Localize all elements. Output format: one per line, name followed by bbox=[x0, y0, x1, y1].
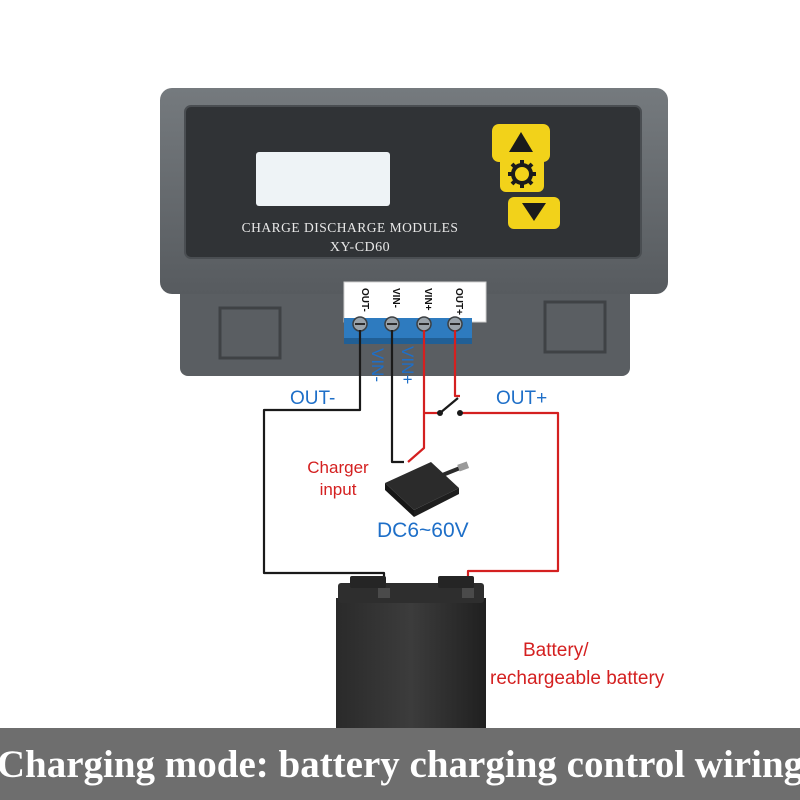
terminal-label-out-minus: OUT- bbox=[359, 288, 370, 312]
module-panel bbox=[184, 105, 642, 259]
down-arrow-icon bbox=[522, 203, 546, 221]
label-vin-plus: VIN+ bbox=[398, 346, 417, 384]
label-out-minus: OUT- bbox=[290, 388, 335, 409]
wire-out-plus bbox=[453, 330, 460, 398]
caption-banner: Charging mode: battery charging control … bbox=[0, 728, 800, 800]
wire-vin-minus bbox=[390, 330, 404, 464]
terminal-label-out-plus: OUT+ bbox=[453, 288, 464, 315]
label-battery-line2: rechargeable battery bbox=[490, 668, 665, 689]
label-vin-minus: VIN- bbox=[368, 348, 387, 382]
terminal-label-card bbox=[343, 281, 487, 323]
charger-adapter bbox=[385, 461, 470, 517]
caption-text: Charging mode: battery charging control … bbox=[0, 742, 800, 786]
label-battery-line1: Battery/ bbox=[523, 640, 589, 661]
up-arrow-icon bbox=[509, 132, 533, 152]
battery-terminal-positive bbox=[462, 588, 474, 598]
terminal-label-vin-minus: VIN- bbox=[390, 288, 401, 308]
charge-discharge-module: CHARGE DISCHARGE MODULES XY-CD60 bbox=[160, 88, 668, 376]
battery-body bbox=[336, 598, 486, 728]
terminal-label-vin-plus: VIN+ bbox=[422, 288, 433, 311]
lcd-screen bbox=[256, 152, 390, 206]
wire-battery-plus bbox=[460, 411, 560, 590]
wire-vin-plus bbox=[407, 330, 426, 463]
label-voltage: DC6~60V bbox=[377, 519, 469, 542]
terminal-strip: OUT- VIN- VIN+ OUT+ bbox=[343, 281, 487, 344]
relay-switch-symbol bbox=[437, 397, 463, 416]
gear-icon bbox=[508, 160, 536, 188]
module-label-line1: CHARGE DISCHARGE MODULES bbox=[242, 220, 459, 235]
label-charger-line1: Charger bbox=[307, 458, 369, 477]
module-label-line2: XY-CD60 bbox=[330, 240, 390, 255]
label-charger-line2: input bbox=[320, 480, 357, 499]
housing-clip-left bbox=[218, 306, 282, 360]
label-out-plus: OUT+ bbox=[496, 388, 547, 409]
battery-terminal-negative bbox=[378, 588, 390, 598]
housing-clip-right bbox=[543, 300, 607, 354]
battery bbox=[336, 576, 486, 728]
